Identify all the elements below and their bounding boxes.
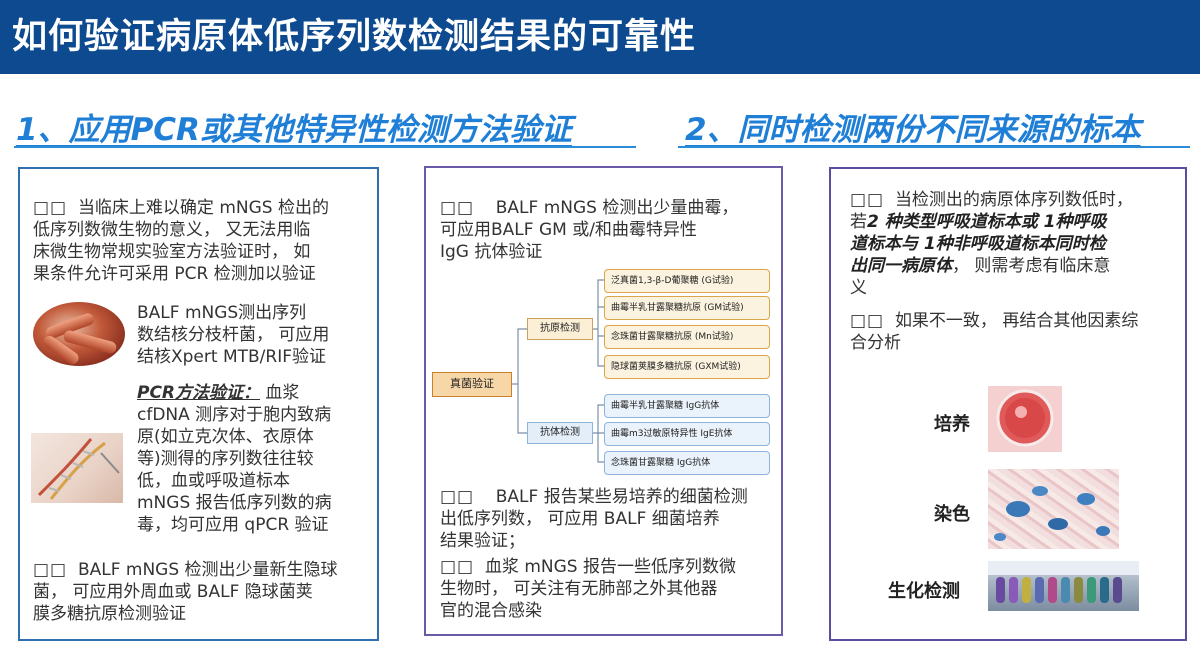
label-culture: 培养 — [934, 414, 970, 435]
section-divider-right — [678, 146, 1190, 148]
panel1-paragraph-4: □□ BALF mNGS 检测出少量新生隐球 菌， 可应用外周血或 BALF 隐… — [33, 560, 338, 624]
dna-helix-image — [31, 433, 123, 503]
label-biochemical-test: 生化检测 — [888, 581, 960, 602]
culture-plate-image — [988, 386, 1062, 452]
checkbox-mark: □□ — [440, 487, 475, 507]
dna-helix-icon — [37, 438, 120, 500]
panel3-paragraph-1: □□ 当检测出的病原体序列数低时， 若2 种类型呼吸道标本或 1种呼吸 道标本与… — [850, 190, 1133, 298]
section-title-right: 2、同时检测两份不同来源的标本 — [685, 112, 1141, 148]
checkbox-mark: □□ — [440, 198, 475, 218]
bacteria-image — [33, 302, 125, 367]
flow-item-mn-test: 念珠菌甘露聚糖抗原 (Mn试验) — [604, 325, 770, 349]
checkbox-mark: □□ — [850, 190, 885, 210]
stain-microscopy-image — [988, 469, 1119, 549]
panel3-paragraph-2: □□ 如果不一致， 再结合其他因素综 合分析 — [850, 311, 1139, 353]
flow-node-fungal-verification: 真菌验证 — [432, 372, 512, 397]
flow-item-gm-igg: 曲霉半乳甘露聚糖 IgG抗体 — [604, 394, 770, 418]
panel1-paragraph-3: PCR方法验证： 血浆 cfDNA 测序对于胞内致病 原(如立克次体、衣原体 等… — [137, 383, 332, 535]
panel1-paragraph-1: □□ 当临床上难以确定 mNGS 检出的 低序列数微生物的意义， 又无法用临 床… — [33, 198, 329, 284]
flow-item-g-test: 泛真菌1,3-β-D葡聚糖 (G试验) — [604, 269, 770, 293]
biochemical-test-image — [988, 561, 1139, 611]
section-title-left: 1、应用PCR或其他特异性检测方法验证 — [16, 112, 572, 148]
panel2-paragraph-2: □□ BALF 报告某些易培养的细菌检测 出低序列数， 可应用 BALF 细菌培… — [440, 487, 748, 551]
panel1-paragraph-2: BALF mNGS测出序列 数结核分枝杆菌， 可应用 结核Xpert MTB/R… — [137, 303, 330, 367]
checkbox-mark: □□ — [33, 560, 68, 580]
panel2-paragraph-1: □□ BALF mNGS 检测出少量曲霉， 可应用BALF GM 或/和曲霉特异… — [440, 198, 739, 262]
section-divider-left — [14, 146, 636, 148]
panel-pcr-verification — [18, 167, 379, 641]
checkbox-mark: □□ — [850, 311, 885, 331]
panel2-paragraph-3: □□ 血浆 mNGS 报告一些低序列数微 生物时， 可关注有无肺部之外其他器 官… — [440, 557, 736, 621]
pcr-method-label: PCR方法验证： — [137, 383, 261, 403]
test-tube-strip-icon — [988, 561, 1139, 603]
flow-node-antigen: 抗原检测 — [527, 318, 593, 340]
flow-item-mn-igg: 念珠菌甘露聚糖 IgG抗体 — [604, 451, 770, 475]
petri-dish-icon — [996, 389, 1054, 447]
flow-item-gxm-test: 隐球菌荚膜多糖抗原 (GXM试验) — [604, 355, 770, 379]
header-bar: 如何验证病原体低序列数检测结果的可靠性 — [0, 0, 1200, 74]
label-stain: 染色 — [934, 504, 970, 525]
stain-cells-icon — [994, 486, 1110, 541]
page-title: 如何验证病原体低序列数检测结果的可靠性 — [12, 17, 697, 57]
flow-node-antibody: 抗体检测 — [527, 422, 593, 444]
checkbox-mark: □□ — [33, 198, 68, 218]
flow-item-m3-ige: 曲霉m3过敏原特异性 IgE抗体 — [604, 422, 770, 446]
checkbox-mark: □□ — [440, 557, 475, 577]
flow-item-gm-test: 曲霉半乳甘露聚糖抗原 (GM试验) — [604, 296, 770, 320]
